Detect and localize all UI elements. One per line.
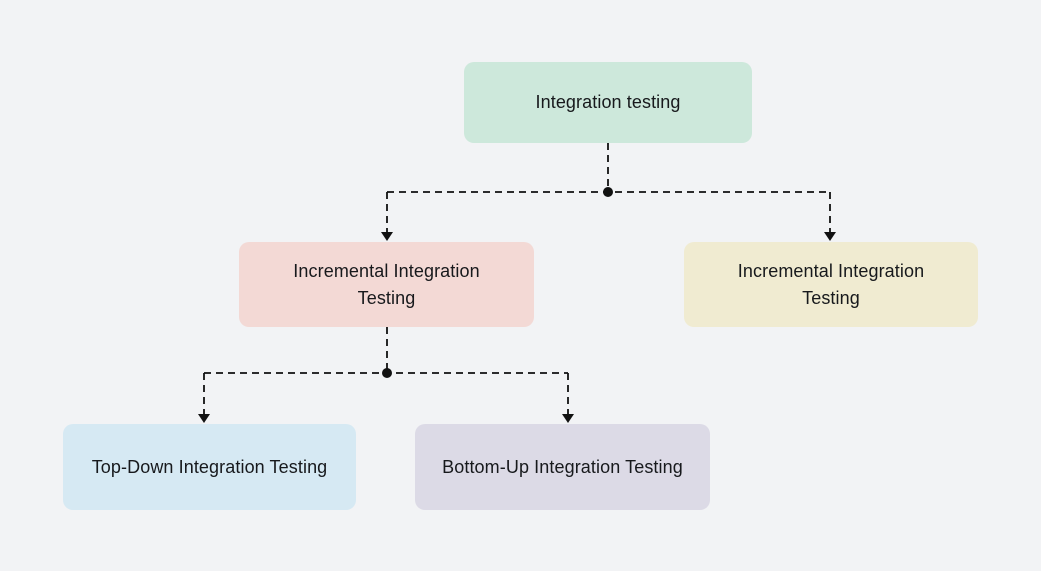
node-incremental-integration-left: Incremental Integration Testing bbox=[239, 242, 534, 327]
node-integration-testing: Integration testing bbox=[464, 62, 752, 143]
junction-dot bbox=[382, 368, 392, 378]
node-label: Bottom-Up Integration Testing bbox=[442, 456, 683, 477]
node-label: Top-Down Integration Testing bbox=[91, 456, 328, 477]
node-label: Incremental Integration Testing bbox=[293, 261, 480, 308]
arrowhead-down-icon bbox=[381, 232, 393, 241]
arrowhead-down-icon bbox=[824, 232, 836, 241]
node-bottom-up-integration: Bottom-Up Integration Testing bbox=[415, 424, 710, 510]
arrowhead-down-icon bbox=[562, 414, 574, 423]
node-top-down-integration: Top-Down Integration Testing bbox=[63, 424, 356, 510]
node-label: Incremental Integration Testing bbox=[737, 261, 925, 308]
junction-dot bbox=[603, 187, 613, 197]
node-incremental-integration-right: Incremental Integration Testing bbox=[684, 242, 978, 327]
node-label: Integration testing bbox=[535, 92, 681, 113]
arrowhead-down-icon bbox=[198, 414, 210, 423]
